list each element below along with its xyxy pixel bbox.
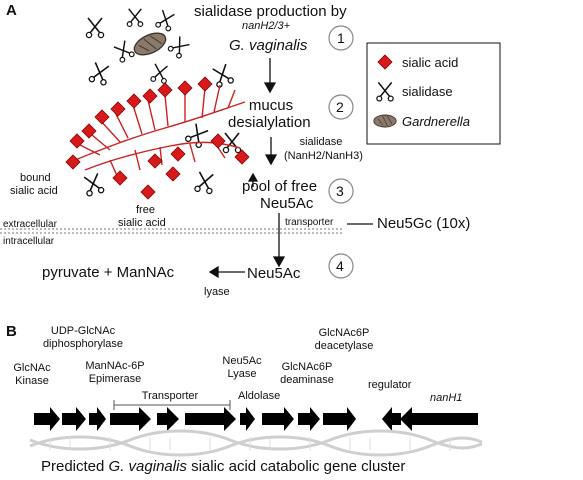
step-4-number: 4 [336, 258, 344, 274]
flow-arrows [208, 58, 373, 279]
legend-sialidase: sialidase [402, 84, 453, 99]
intracellular-label: intracellular [3, 236, 55, 247]
extracellular-label: extracellular [3, 219, 57, 230]
transporter-bracket [113, 400, 231, 410]
title-sialidase-production: sialidase production by [194, 3, 347, 20]
dna-helix [29, 429, 483, 457]
products-label: pyruvate + ManNAc [42, 264, 175, 281]
sialidase-line2: (NanH2/NanH3) [284, 150, 363, 162]
gene-arrows [34, 407, 478, 431]
step-3-number: 3 [336, 183, 344, 199]
gene-nanh1: nanH1 [430, 392, 463, 404]
organism-label: G. vaginalis [229, 37, 308, 54]
bound-sialic-line2: sialic acid [10, 185, 58, 197]
free-sialic-line1: free [136, 204, 155, 216]
neu5gc-label: Neu5Gc (10x) [377, 215, 471, 232]
legend-gardnerella: Gardnerella [402, 114, 470, 129]
mucus-chain [74, 84, 246, 179]
dna-rungs [49, 437, 451, 451]
gene-aldolase: Aldolase [238, 390, 281, 402]
step-2-line2: desialylation [228, 114, 311, 131]
step-3-line2: Neu5Ac [260, 195, 314, 212]
legend-box [366, 42, 501, 145]
sialidase-line1: sialidase [299, 136, 343, 148]
gene-regulator: regulator [368, 379, 412, 391]
step-2-number: 2 [336, 99, 344, 115]
gene-cluster-caption: Predicted G. vaginalis sialic acid catab… [41, 458, 406, 475]
step-1-number: 1 [337, 30, 345, 46]
neu5ac-label: Neu5Ac [247, 265, 301, 282]
panel-b-label: B [6, 323, 17, 340]
legend-sialic-acid: sialic acid [402, 55, 459, 70]
gene-transporter: Transporter [141, 390, 199, 402]
title-gene: nanH2/3+ [242, 20, 291, 32]
membrane [0, 228, 342, 234]
transporter-label: transporter [285, 217, 334, 228]
step-2-line1: mucus [248, 97, 294, 114]
panel-a-label: A [6, 2, 17, 19]
step-circles [328, 25, 354, 279]
bacteria-cluster [111, 8, 192, 85]
bound-sialic-line1: bound [20, 172, 51, 184]
step-3-line1: pool of free [242, 178, 318, 195]
free-sialic-line2: sialic acid [118, 217, 166, 229]
lyase-label: lyase [204, 286, 230, 298]
sialic-acid-diamonds [65, 76, 250, 200]
